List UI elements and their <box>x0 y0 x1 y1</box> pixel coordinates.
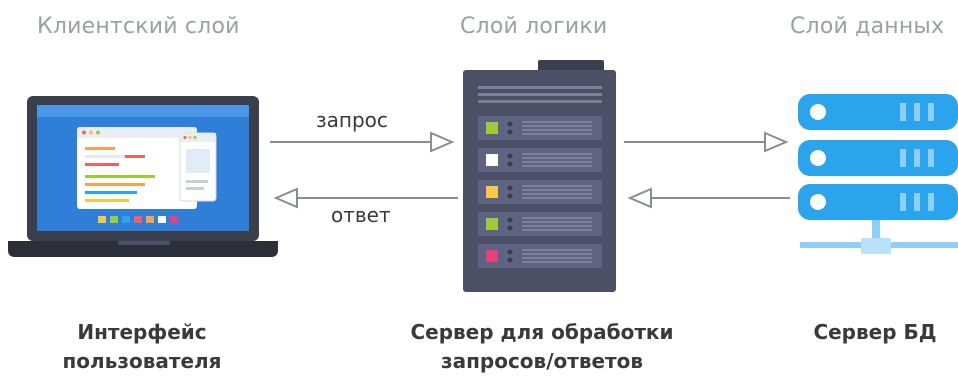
status-light <box>486 218 498 230</box>
db-unit <box>798 140 958 176</box>
status-light <box>486 250 498 262</box>
data-layer-title: Слой данных <box>790 14 945 39</box>
db-unit <box>798 94 958 130</box>
logic-layer-title: Слой логики <box>460 14 608 39</box>
data-caption-line1: Сервер БД <box>813 320 937 344</box>
client-caption-line1: Интерфейс <box>77 320 207 344</box>
side-panel-graphic <box>179 132 217 202</box>
laptop-icon <box>8 96 278 257</box>
server-slot <box>478 148 602 172</box>
logic-caption-line1: Сервер для обработки <box>410 320 674 344</box>
app-server-icon <box>463 60 616 292</box>
server-slot <box>478 116 602 140</box>
client-caption-line2: пользователя <box>62 349 222 373</box>
server-slot <box>478 244 602 268</box>
logic-caption: Сервер для обработки запросов/ответов <box>392 318 692 376</box>
server-slot <box>478 180 602 204</box>
server-slot <box>478 212 602 236</box>
logic-caption-line2: запросов/ответов <box>440 349 644 373</box>
arrow-left-icon <box>627 187 790 209</box>
status-light <box>486 186 498 198</box>
arrow-right-icon <box>270 131 455 153</box>
arrow-left-icon <box>273 187 458 209</box>
arrow-right-icon <box>624 131 789 153</box>
app-window-graphic <box>77 127 197 209</box>
response-label: ответ <box>331 203 391 227</box>
dock-graphic <box>98 216 178 223</box>
status-light <box>486 154 498 166</box>
status-light <box>486 122 498 134</box>
client-caption: Интерфейс пользователя <box>52 318 232 376</box>
request-label: запрос <box>316 108 388 132</box>
data-caption: Сервер БД <box>800 318 950 347</box>
db-unit <box>798 184 958 220</box>
database-server-icon <box>798 94 958 254</box>
client-layer-title: Клиентский слой <box>37 14 240 39</box>
